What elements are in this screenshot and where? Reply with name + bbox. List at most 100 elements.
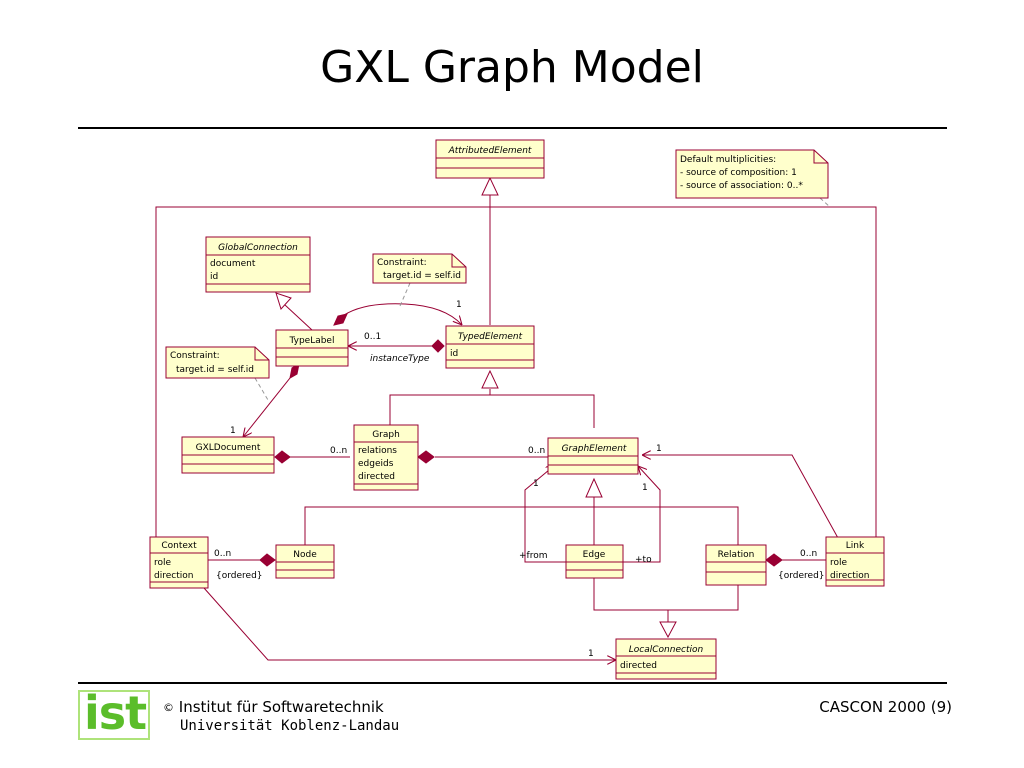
class-context <box>149 536 209 589</box>
mult-label: 1 <box>642 483 648 493</box>
role-label: +to <box>635 555 652 565</box>
class-name-graph-element: GraphElement <box>562 444 627 454</box>
attr-id: id <box>450 349 458 359</box>
gen-context-link-to-attributed <box>155 206 877 537</box>
class-relation <box>705 544 767 586</box>
note-line: - source of composition: 1 <box>680 168 797 178</box>
mult-label: 1 <box>456 300 462 310</box>
diamond-graph <box>417 450 435 464</box>
mult-label: 0..1 <box>364 332 381 342</box>
class-typed-element <box>445 325 535 369</box>
class-link <box>825 536 885 587</box>
mult-label: 0..n <box>528 446 545 456</box>
attr-directed: directed <box>620 661 657 671</box>
class-name-relation: Relation <box>718 550 755 560</box>
assoc-edge-to <box>623 466 661 563</box>
triangle-attributed <box>481 176 499 196</box>
footer-copyright: © Institut für Softwaretechnik <box>163 698 384 716</box>
note-line: Constraint: <box>377 258 427 268</box>
note-line: Default multiplicities: <box>680 155 776 165</box>
note-constraint-top <box>372 253 467 284</box>
class-graph-element <box>547 437 639 475</box>
diamond-typed-instance <box>431 339 445 353</box>
class-name-type-label: TypeLabel <box>289 336 335 346</box>
class-local-connection <box>615 638 717 680</box>
gen-typelabel-to-global <box>284 304 313 331</box>
class-name-node: Node <box>293 550 317 560</box>
mult-label: 0..n <box>800 549 817 559</box>
class-name-typed-element: TypedElement <box>458 332 523 342</box>
note-anchor-multiplicities <box>819 197 831 208</box>
attr-directed: directed <box>358 472 395 482</box>
mult-label: 1 <box>656 444 662 454</box>
title-divider <box>78 127 947 129</box>
mult-label: 0..n <box>214 549 231 559</box>
triangle-graph-element <box>585 477 603 498</box>
note-anchors <box>254 197 831 401</box>
assoc-typelabel-typed <box>339 303 462 325</box>
diamond-typelabel-top <box>333 313 348 326</box>
attr-direction: direction <box>154 571 193 581</box>
attr-role: role <box>830 558 848 568</box>
triangle-local <box>659 621 677 639</box>
attr-id: id <box>210 272 218 282</box>
class-name-global-connection: GlobalConnection <box>218 243 298 253</box>
generalization-heads <box>275 176 677 639</box>
class-gxl-document <box>181 436 275 474</box>
assoc-link-ge <box>642 455 839 539</box>
gen-graph-ge-to-typed <box>389 394 595 428</box>
assoc-context-local <box>203 587 616 660</box>
class-name-context: Context <box>161 541 197 551</box>
ist-logo-text: ist <box>84 686 147 740</box>
mult-label: 1 <box>588 649 594 659</box>
class-edge <box>565 544 624 579</box>
note-constraint-left <box>165 346 270 379</box>
note-line: Constraint: <box>170 351 220 361</box>
mult-label: 0..n <box>330 446 347 456</box>
class-name-attributed-element: AttributedElement <box>448 146 532 156</box>
diamond-relation <box>765 553 783 567</box>
note-line: - source of association: 0..* <box>680 181 803 191</box>
constraint-label: {ordered} <box>216 571 263 581</box>
class-name-graph: Graph <box>372 430 400 440</box>
diamond-node <box>259 553 276 567</box>
copyright-icon: © <box>163 701 174 714</box>
class-global-connection <box>205 236 311 293</box>
footer-university: Universität Koblenz-Landau <box>180 718 400 734</box>
role-label: +from <box>519 551 548 561</box>
footer-conference: CASCON 2000 (9) <box>819 698 952 716</box>
ist-logo: ist <box>78 686 150 740</box>
class-name-gxl-document: GXLDocument <box>196 443 261 453</box>
class-graph <box>353 424 419 491</box>
mult-label: 1 <box>533 479 539 489</box>
class-node <box>275 544 335 579</box>
attr-relations: relations <box>358 446 397 456</box>
constraint-label: {ordered} <box>778 571 825 581</box>
note-anchor-left <box>254 377 269 401</box>
class-name-local-connection: LocalConnection <box>629 645 704 655</box>
class-name-edge: Edge <box>583 550 606 560</box>
assoc-edge-from <box>524 465 566 563</box>
attr-direction: direction <box>830 571 869 581</box>
note-multiplicities <box>675 149 829 199</box>
gen-edge-relation-to-local <box>593 578 739 611</box>
note-line: target.id = self.id <box>176 365 254 375</box>
page-title: GXL Graph Model <box>320 42 704 93</box>
diamond-gxldoc <box>274 450 291 464</box>
class-type-label <box>275 329 349 367</box>
note-anchor-top <box>399 282 411 307</box>
footer-institute: Institut für Softwaretechnik <box>178 698 384 716</box>
triangle-typed <box>481 369 499 389</box>
attr-edgeids: edgeids <box>358 459 394 469</box>
assoc-typelabel-gxldocument <box>243 377 291 437</box>
class-attributed-element <box>435 139 545 179</box>
mult-label: 1 <box>230 426 236 436</box>
triangle-global <box>275 292 292 310</box>
footer-divider <box>78 682 947 684</box>
note-line: target.id = self.id <box>383 271 461 281</box>
attr-document: document <box>210 259 256 269</box>
role-label: instanceType <box>370 354 430 364</box>
attr-role: role <box>154 558 172 568</box>
composition-diamonds <box>259 313 783 567</box>
